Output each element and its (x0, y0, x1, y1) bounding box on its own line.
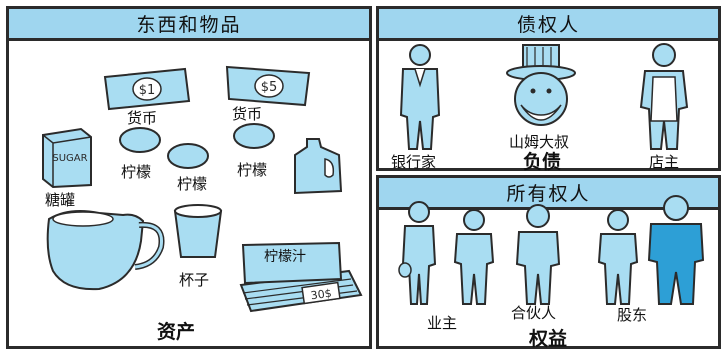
lemon-label-1: 柠檬 (121, 163, 152, 181)
assets-footer: 资产 (157, 321, 196, 343)
uncle-sam-icon (506, 44, 576, 126)
equity-panel: 所有权人 业主 合伙人 股东 权益 (376, 175, 721, 350)
owner-icon (398, 201, 437, 305)
shareholder-icon (597, 209, 639, 305)
assets-header: 东西和物品 (9, 9, 369, 41)
liabilities-header: 债权人 (379, 9, 718, 41)
partner-label: 合伙人 (511, 304, 557, 322)
banker-icon (399, 44, 441, 150)
banker-label: 银行家 (391, 153, 437, 171)
svg-text:30$: 30$ (310, 287, 333, 303)
lemon-label-2: 柠檬 (177, 175, 208, 193)
shopkeeper-icon (639, 43, 689, 150)
partner-icon (515, 204, 561, 305)
money-label-2: 货币 (232, 105, 263, 123)
sugar-box-icon: SUGAR (42, 127, 92, 189)
partner-icon (453, 209, 495, 305)
equity-footer: 权益 (529, 328, 568, 350)
assets-panel: 东西和物品 $1 $5 货币 货币 SUGAR 糖罐 柠檬 柠檬 柠檬 (6, 6, 372, 349)
owner-label: 业主 (427, 314, 458, 332)
lemon-label-3: 柠檬 (237, 161, 268, 179)
liabilities-panel: 债权人 银行家 山姆大叔 店主 负债 (376, 6, 721, 173)
shareholder-label: 股东 (617, 306, 648, 324)
shareholder-icon (647, 195, 705, 305)
shopkeeper-label: 店主 (649, 153, 680, 171)
lemon-icon (233, 123, 275, 149)
cash-stack-icon: 30$ (239, 241, 363, 313)
cup-label: 杯子 (179, 271, 210, 289)
svg-text:SUGAR: SUGAR (52, 153, 87, 164)
money-label-1: 货币 (127, 109, 158, 127)
svg-text:$1: $1 (139, 83, 156, 98)
liabilities-footer: 负债 (523, 151, 562, 173)
equity-header: 所有权人 (379, 178, 718, 210)
sugar-label: 糖罐 (45, 191, 76, 209)
pitcher-icon (46, 210, 165, 291)
cup-icon (173, 204, 223, 258)
lemonade-label: 柠檬汁 (264, 249, 306, 265)
jug-icon (294, 138, 343, 195)
one-dollar-bill-icon: $1 (103, 67, 191, 111)
five-dollar-bill-icon: $5 (225, 65, 311, 107)
lemon-icon (167, 143, 209, 169)
uncle-sam-label: 山姆大叔 (509, 133, 570, 151)
svg-text:$5: $5 (261, 80, 278, 95)
lemon-icon (119, 127, 161, 153)
